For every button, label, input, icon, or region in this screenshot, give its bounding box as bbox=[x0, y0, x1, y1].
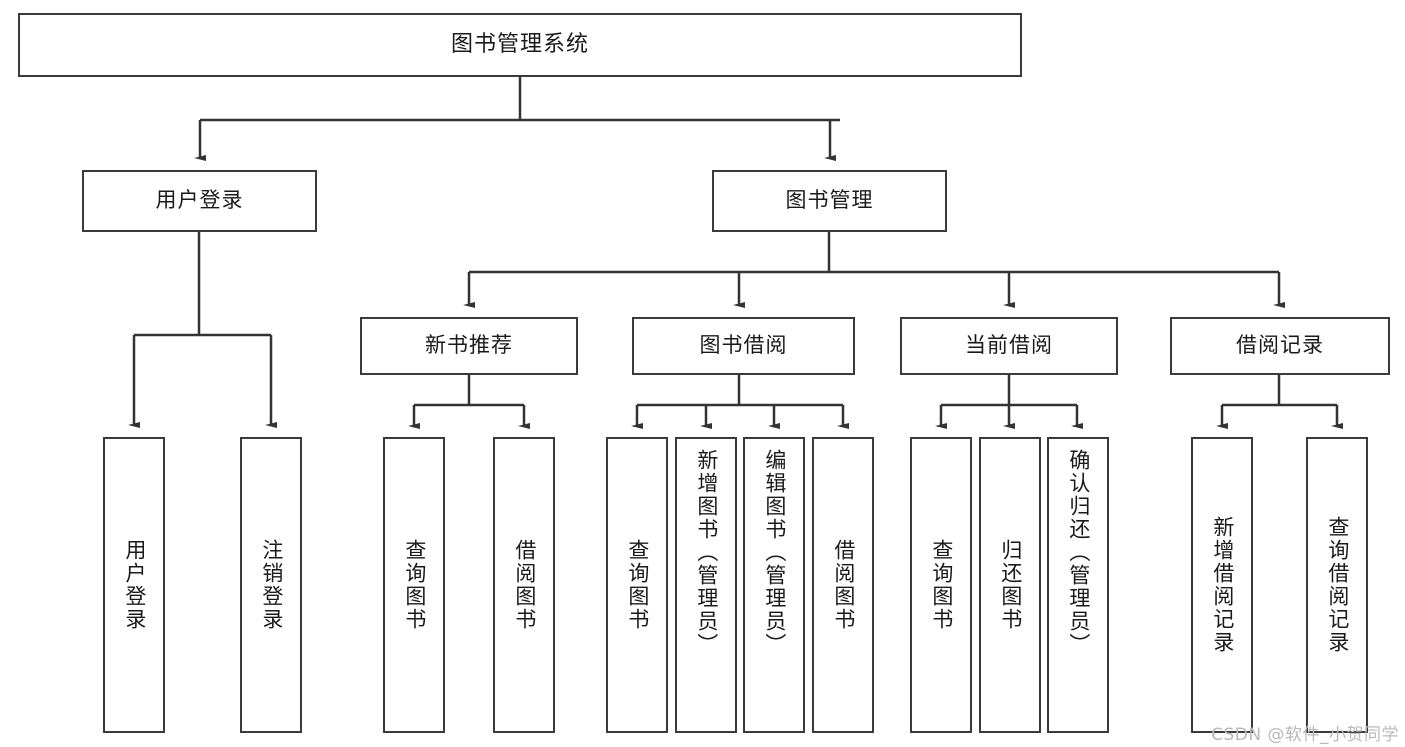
leaf-borrow-borrow-book[interactable]: 借阅图书 bbox=[812, 437, 874, 733]
watermark-text: CSDN @软件_小贺同学 bbox=[1211, 725, 1399, 745]
leaf-borrow-edit-book-admin[interactable]: 编辑图书（管理员） bbox=[743, 437, 805, 733]
leaf-label: 查询图书 bbox=[402, 539, 427, 631]
leaf-label: 新增借阅记录 bbox=[1210, 516, 1235, 654]
node-label: 借阅记录 bbox=[1236, 333, 1324, 358]
leaf-label: 查询借阅记录 bbox=[1325, 516, 1350, 654]
leaf-label: 用户登录 bbox=[122, 539, 147, 631]
leaf-user-login-logout[interactable]: 注销登录 bbox=[240, 437, 302, 733]
leaf-label: 新增图书（管理员） bbox=[694, 449, 719, 656]
leaf-current-query-book[interactable]: 查询图书 bbox=[910, 437, 972, 733]
leaf-label: 借阅图书 bbox=[831, 539, 856, 631]
leaf-record-query-record[interactable]: 查询借阅记录 bbox=[1306, 437, 1368, 733]
leaf-label: 归还图书 bbox=[998, 539, 1023, 631]
leaf-label: 查询图书 bbox=[625, 539, 650, 631]
leaf-borrow-query-book[interactable]: 查询图书 bbox=[606, 437, 668, 733]
leaf-current-return-book[interactable]: 归还图书 bbox=[979, 437, 1041, 733]
node-borrow-record[interactable]: 借阅记录 bbox=[1170, 317, 1390, 375]
node-current-borrow[interactable]: 当前借阅 bbox=[900, 317, 1118, 375]
leaf-label: 借阅图书 bbox=[512, 539, 537, 631]
node-label: 用户登录 bbox=[155, 188, 244, 213]
leaf-current-confirm-return-admin[interactable]: 确认归还（管理员） bbox=[1047, 437, 1109, 733]
leaf-label: 确认归还（管理员） bbox=[1066, 449, 1091, 656]
node-user-login[interactable]: 用户登录 bbox=[82, 170, 317, 232]
node-book-borrow[interactable]: 图书借阅 bbox=[632, 317, 855, 375]
leaf-record-add-record[interactable]: 新增借阅记录 bbox=[1191, 437, 1253, 733]
leaf-borrow-add-book-admin[interactable]: 新增图书（管理员） bbox=[675, 437, 737, 733]
leaf-label: 编辑图书（管理员） bbox=[762, 449, 787, 656]
leaf-user-login-login[interactable]: 用户登录 bbox=[103, 437, 165, 733]
node-label: 图书借阅 bbox=[699, 333, 788, 358]
node-label: 图书管理系统 bbox=[450, 31, 589, 57]
leaf-label: 查询图书 bbox=[929, 539, 954, 631]
node-new-book-recommend[interactable]: 新书推荐 bbox=[360, 317, 578, 375]
leaf-recommend-query-book[interactable]: 查询图书 bbox=[383, 437, 445, 733]
leaf-label: 注销登录 bbox=[259, 539, 284, 631]
node-label: 当前借阅 bbox=[965, 333, 1053, 358]
node-label: 图书管理 bbox=[785, 188, 874, 213]
node-label: 新书推荐 bbox=[425, 333, 513, 358]
node-book-management[interactable]: 图书管理 bbox=[712, 170, 947, 232]
leaf-recommend-borrow-book[interactable]: 借阅图书 bbox=[493, 437, 555, 733]
node-root-system[interactable]: 图书管理系统 bbox=[18, 13, 1022, 77]
